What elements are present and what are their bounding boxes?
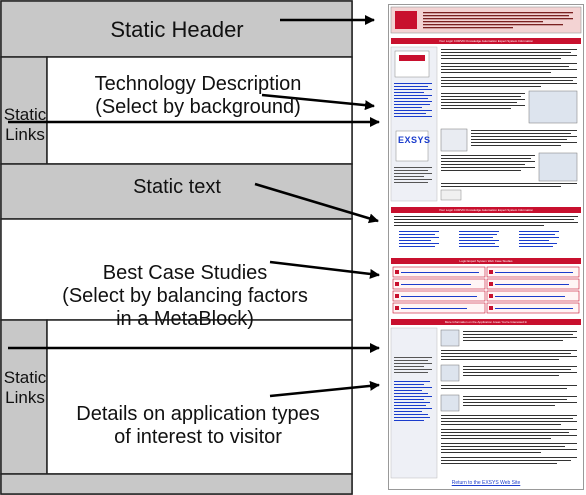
label-static-text: Static text — [133, 176, 221, 198]
webpage-screenshot: EXSYS Your Logic CORVID Knowledge Automa… — [388, 4, 584, 490]
section-title-4: More Information on the Application Area… — [444, 320, 528, 324]
best-case-box — [0, 218, 353, 321]
footer-band — [0, 473, 353, 495]
header-band — [0, 0, 353, 58]
label-best-case-studies: Best Case Studies (Select by balancing f… — [20, 262, 350, 331]
tech-description-box — [46, 56, 353, 165]
arrow-static-text — [254, 182, 379, 224]
section-title-3: Logic Expert System Web Case Studies — [459, 259, 513, 263]
details-box — [46, 319, 353, 475]
label-details: Details on application types of interest… — [48, 403, 348, 449]
label-technology-description-line-2: (Select by background) — [95, 96, 301, 118]
label-static-links-1: Static Links — [3, 105, 47, 144]
webpage-thumbnail-art — [390, 6, 582, 479]
section-title-1: Your Logic CORVID Knowledge Automation E… — [438, 39, 534, 43]
section-title-2: Your Logic CORVID Knowledge Automation E… — [438, 208, 534, 212]
arrow-tech — [261, 93, 375, 111]
label-static-links-1-line-2: Links — [5, 124, 45, 144]
label-technology-description: Technology Description (Select by backgr… — [48, 73, 348, 119]
label-technology-description-line-1: Technology Description — [94, 73, 302, 95]
label-static-links-2-line-2: Links — [5, 387, 45, 407]
return-to-exsys-link[interactable]: Return to the EXSYS Web Site — [451, 480, 521, 486]
label-best-case-line-3: in a MetaBlock) — [116, 308, 254, 330]
arrow-best-case — [269, 260, 380, 279]
label-static-links-2: Static Links — [3, 368, 47, 407]
label-best-case-line-2: (Select by balancing factors — [62, 285, 308, 307]
label-details-line-1: Details on application types — [76, 403, 320, 425]
label-static-header: Static Header — [110, 17, 244, 42]
exsys-logo: EXSYS — [398, 135, 431, 145]
label-best-case-line-1: Best Case Studies — [102, 262, 268, 284]
label-static-links-2-line-1: Static — [3, 368, 47, 387]
arrow-details — [269, 380, 380, 398]
label-details-line-2: of interest to visitor — [114, 426, 282, 448]
label-static-links-1-line-1: Static — [3, 105, 47, 124]
